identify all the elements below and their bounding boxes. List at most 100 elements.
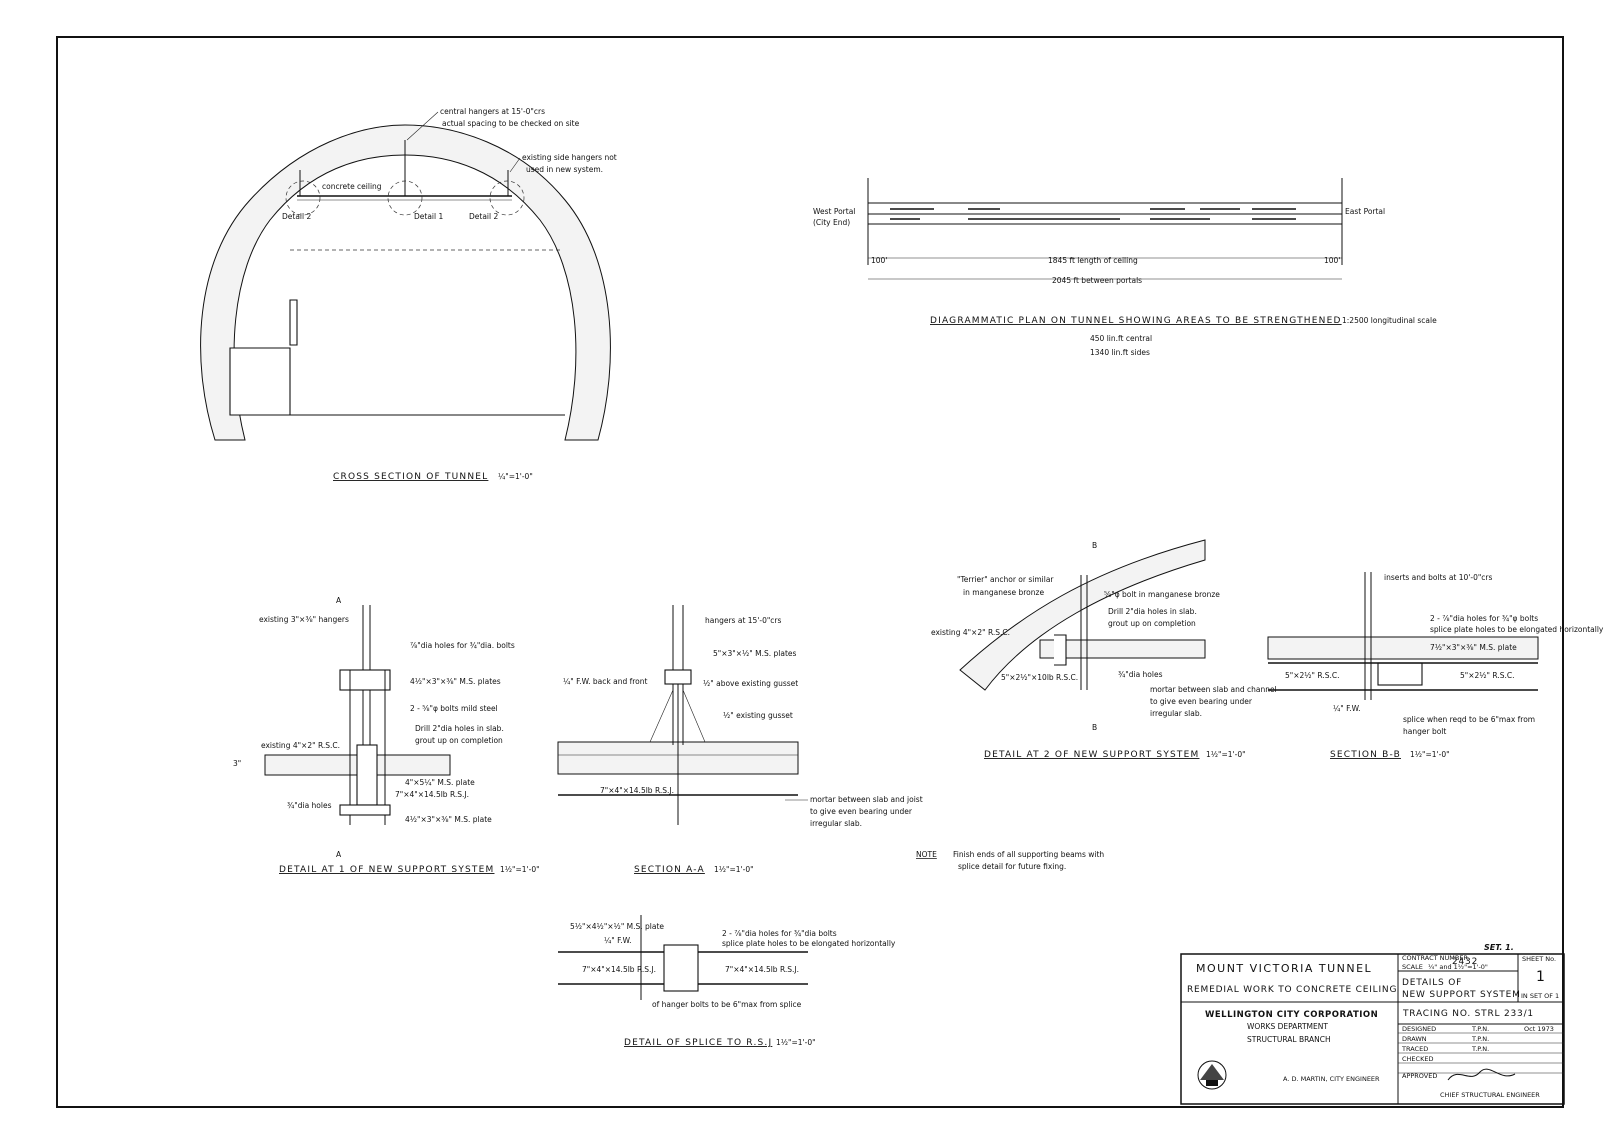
sectionA-plates <box>664 669 692 685</box>
label-splice-bolt-holes: 2 - ⅞"dia holes for ¾"dia bolts <box>722 929 837 938</box>
drawn-by: T.P.N. <box>1471 1035 1489 1043</box>
caption-splice: DETAIL OF SPLICE TO R.S.J <box>624 1038 772 1048</box>
area-central: 450 lin.ft central <box>1090 334 1152 343</box>
detail1-rsj <box>356 744 378 806</box>
city-crest-logo <box>1197 1060 1227 1090</box>
tunnel-lining <box>200 124 611 441</box>
label-manganese-bronze: in manganese bronze <box>963 588 1044 597</box>
detail-of-splice: 5½"×4½"×½" M.S. plate ¼" F.W. 2 - ⅞"dia … <box>558 915 896 1048</box>
label-dia-holes: ¾"dia holes <box>287 801 332 810</box>
traced-by: T.P.N. <box>1471 1045 1489 1053</box>
label-ms-plates-a: 5"×3"×½" M.S. plates <box>713 649 796 658</box>
detail-2-circle-left <box>285 180 321 216</box>
detail1-ms-plates <box>339 669 391 691</box>
scale-cross-section: ¼"=1'-0" <box>498 472 533 481</box>
scale-label: SCALE <box>1402 963 1423 971</box>
project-title: MOUNT VICTORIA TUNNEL <box>1196 962 1372 975</box>
label-bolt-holes: ⅞"dia holes for ¾"dia. bolts <box>410 641 515 650</box>
label-splice-holes: 2 - ⅞"dia holes for ¾"φ bolts <box>1430 614 1538 623</box>
scale-detail-2: 1½"=1'-0" <box>1206 750 1246 759</box>
section-marker-a-bottom: A <box>336 850 342 859</box>
org-name: WELLINGTON CITY CORPORATION <box>1205 1010 1378 1020</box>
label-drill-holes-2: Drill 2"dia holes in slab. <box>1108 607 1197 616</box>
label-splice-ms-plate: 7½"×3"×⅜" M.S. plate <box>1430 643 1517 652</box>
note-not-used: used in new system. <box>526 165 603 174</box>
section-marker-a-top: A <box>336 596 342 605</box>
label-ms-plates: 4½"×3"×⅜" M.S. plates <box>410 677 501 686</box>
scale-section-a-a: 1½"=1'-0" <box>714 865 754 874</box>
label-existing-rsc-2: existing 4"×2" R.S.C. <box>931 628 1010 637</box>
label-fw-b: ¼" F.W. <box>1333 704 1361 713</box>
label-existing-rsc: existing 4"×2" R.S.C. <box>261 741 340 750</box>
dim-length-of-ceiling: 1845 ft length of ceiling <box>1048 256 1138 265</box>
label-detail-2-left: Detail 2 <box>282 212 311 221</box>
detail-at-2: B B "Terrier" anchor or similar in manga… <box>931 539 1277 760</box>
caption-detail-1: DETAIL AT 1 OF NEW SUPPORT SYSTEM <box>279 865 494 875</box>
detail-1-circle <box>387 180 423 216</box>
label-hanger-bolt: hanger bolt <box>1403 727 1446 736</box>
note-label: NOTE <box>916 850 937 859</box>
section-marker-b-top: B <box>1092 541 1097 550</box>
label-splice-fw: ¼" F.W. <box>604 936 632 945</box>
label-grout: grout up on completion <box>415 736 503 745</box>
detail2-lining-curve <box>959 539 1206 691</box>
label-bolts-mild-steel: 2 - ⅝"φ bolts mild steel <box>410 704 498 713</box>
label-bottom-plate: 4½"×3"×⅜" M.S. plate <box>405 815 492 824</box>
note-text-2: splice detail for future fixing. <box>958 862 1066 871</box>
note-text-1: Finish ends of all supporting beams with <box>953 850 1104 859</box>
label-detail-2-right: Detail 2 <box>469 212 498 221</box>
label-rsc-10lb: 5"×2½"×10lb R.S.C. <box>1001 673 1078 682</box>
label-terrier-anchor: "Terrier" anchor or similar <box>957 575 1054 584</box>
scale-section-b-b: 1½"=1'-0" <box>1410 750 1450 759</box>
approved-label: APPROVED <box>1402 1072 1437 1080</box>
caption-section-b-b: SECTION B-B <box>1330 750 1401 760</box>
contract-number: 2432 <box>1452 957 1478 967</box>
project-subtitle: REMEDIAL WORK TO CONCRETE CEILING <box>1187 985 1397 995</box>
scale-splice: 1½"=1'-0" <box>776 1038 816 1047</box>
label-splice-rsj-right: 7"×4"×14.5lb R.S.J. <box>725 965 799 974</box>
footpath-post <box>289 299 298 346</box>
label-ms-plate: 4"×5¼" M.S. plate <box>405 778 475 787</box>
label-mortar-2: to give even bearing under <box>810 807 913 816</box>
label-elongated-holes: splice plate holes to be elongated horiz… <box>1430 625 1604 634</box>
label-west-portal: West Portal <box>813 207 855 216</box>
detail2-existing-rsc <box>1054 634 1067 666</box>
service-duct <box>229 347 291 416</box>
sheet-label: SHEET No. <box>1522 955 1556 963</box>
dim-left-100: 100' <box>871 256 887 265</box>
label-splice-ms-plate-2: 5½"×4½"×½" M.S. plate <box>570 922 664 931</box>
dim-right-100: 100' <box>1324 256 1340 265</box>
label-east-portal: East Portal <box>1345 207 1385 216</box>
caption-diagrammatic-plan: DIAGRAMMATIC PLAN ON TUNNEL SHOWING AREA… <box>930 316 1342 326</box>
label-fw-back-front: ¼" F.W. back and front <box>563 677 648 686</box>
label-inserts-bolts: inserts and bolts at 10'-0"crs <box>1384 573 1492 582</box>
label-rsj: 7"×4"×14.5lb R.S.J. <box>395 790 469 799</box>
label-existing-hangers: existing 3"×⅜" hangers <box>259 615 349 624</box>
drawing-sheet-border <box>56 36 1564 1108</box>
org-dept: WORKS DEPARTMENT <box>1247 1022 1328 1031</box>
label-splice-rsj-left: 7"×4"×14.5lb R.S.J. <box>582 965 656 974</box>
diagrammatic-plan: West Portal (City End) East Portal 100' … <box>813 178 1437 357</box>
label-above-gusset: ½" above existing gusset <box>703 679 798 688</box>
drawn-label: DRAWN <box>1402 1035 1427 1043</box>
label-mortar-channel-2: to give even bearing under <box>1150 697 1253 706</box>
label-detail-1: Detail 1 <box>414 212 443 221</box>
label-dia-holes-2: ¾"dia holes <box>1118 670 1163 679</box>
drawing-title-1: DETAILS OF <box>1402 978 1462 988</box>
note-side-hangers: existing side hangers not <box>522 153 617 162</box>
label-splice-hanger-bolts: of hanger bolts to be 6"max from splice <box>652 1000 802 1009</box>
caption-detail-2: DETAIL AT 2 OF NEW SUPPORT SYSTEM <box>984 750 1199 760</box>
label-city-end: (City End) <box>813 218 850 227</box>
designed-by: T.P.N. <box>1471 1025 1489 1033</box>
sheet-number: 1 <box>1536 969 1545 985</box>
scale-detail-1: 1½"=1'-0" <box>500 865 540 874</box>
chief-structural-engineer: CHIEF STRUCTURAL ENGINEER <box>1440 1091 1540 1099</box>
label-mortar-channel-1: mortar between slab and channel <box>1150 685 1277 694</box>
org-branch: STRUCTURAL BRANCH <box>1247 1035 1331 1044</box>
designed-label: DESIGNED <box>1402 1025 1436 1033</box>
label-rsj-a: 7"×4"×14.5lb R.S.J. <box>600 786 674 795</box>
set-number: SET. 1. <box>1484 943 1514 952</box>
caption-cross-section: CROSS SECTION OF TUNNEL <box>333 472 488 482</box>
contract-label: CONTRACT NUMBER <box>1402 954 1468 962</box>
checked-label: CHECKED <box>1402 1055 1433 1063</box>
